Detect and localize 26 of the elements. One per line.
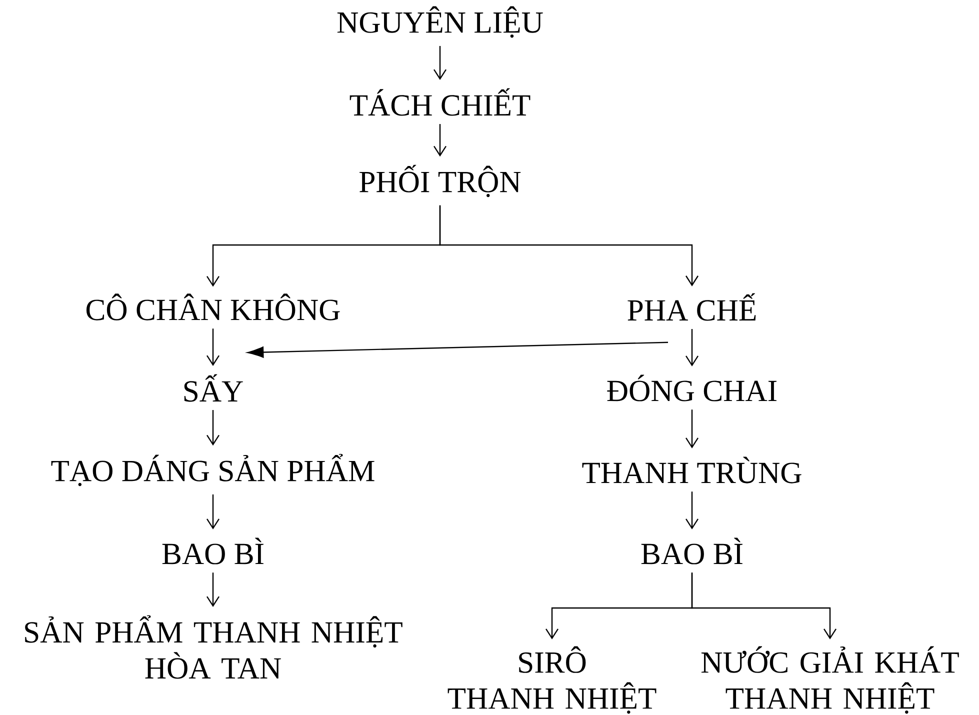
arrow <box>206 494 220 530</box>
step-text: SẢN PHẨM THANH NHIỆT HÒA TAN <box>25 615 402 679</box>
step-text: NGUYÊN LIỆU <box>337 6 543 38</box>
step-text: BAO BÌ <box>641 538 742 564</box>
step-text: THANH TRÙNG <box>582 456 802 484</box>
arrow <box>206 410 220 446</box>
arrow <box>439 205 698 286</box>
step-text: PHỐI TRỘN <box>360 164 521 198</box>
arrow <box>434 46 446 80</box>
step-text: ĐÓNG CHAI <box>607 374 776 402</box>
arrow <box>691 572 836 640</box>
step-text: CÔ CHÂN KHÔNG <box>86 294 340 320</box>
step-text: TẠO DÁNG SẢN PHẨM <box>51 454 374 486</box>
step-text: SẤY <box>184 374 243 402</box>
arrow <box>206 328 220 366</box>
step-text: SIRÔ THANH NHIỆT <box>448 646 656 714</box>
step-text: TÁCH CHIẾT <box>350 88 530 116</box>
arrow <box>686 410 698 448</box>
arrow <box>434 124 446 157</box>
step-text: BAO BÌ <box>162 538 264 564</box>
step-text: NƯỚC GIẢI KHÁT THANH NHIỆT <box>701 646 959 714</box>
arrow <box>206 572 220 607</box>
arrow <box>686 492 698 530</box>
step-text: PHA CHẾ <box>628 293 756 321</box>
arrow <box>686 329 698 366</box>
arrow <box>247 342 668 358</box>
